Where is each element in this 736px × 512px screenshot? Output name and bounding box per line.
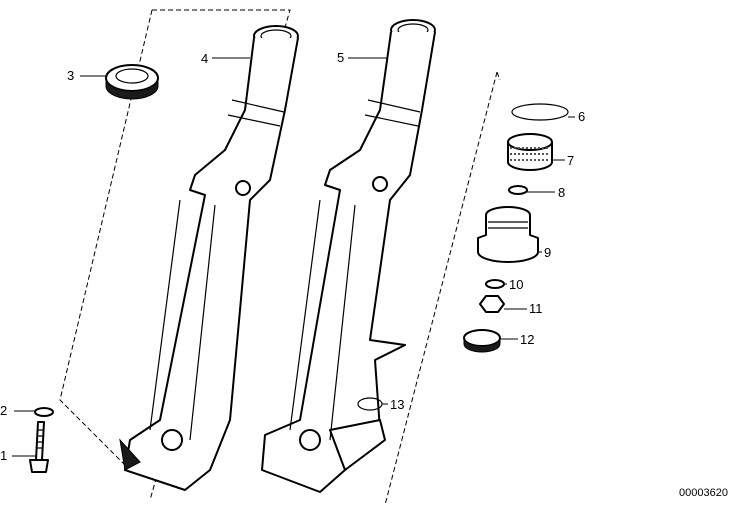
callout-5: 5 <box>337 50 344 65</box>
group-boundary-left <box>59 9 291 501</box>
small-washer-10 <box>485 279 505 289</box>
callout-12: 12 <box>520 332 534 347</box>
callout-11: 11 <box>529 301 543 316</box>
callout-1: 1 <box>0 448 7 463</box>
document-number: 00003620 <box>679 487 728 499</box>
bolt <box>29 421 49 473</box>
leader-lines <box>12 57 575 457</box>
callout-6: 6 <box>578 109 585 124</box>
callout-8: 8 <box>558 185 565 200</box>
hex-nut <box>479 295 505 313</box>
callout-9: 9 <box>544 245 551 260</box>
o-ring <box>511 103 569 121</box>
callout-10: 10 <box>509 277 523 292</box>
cap <box>463 329 501 353</box>
bolt-washer <box>34 407 54 417</box>
callout-3: 3 <box>67 68 74 83</box>
fork-slider-right <box>261 19 436 493</box>
callout-4: 4 <box>201 51 208 66</box>
callout-2: 2 <box>0 403 7 418</box>
group-boundary-right <box>384 71 501 506</box>
rubber-bushing <box>507 133 553 171</box>
threaded-bushing <box>477 206 539 263</box>
callout-13: 13 <box>390 397 404 412</box>
oil-seal <box>105 64 159 100</box>
callout-7: 7 <box>567 153 574 168</box>
small-washer-8 <box>508 185 528 195</box>
fork-slider-left <box>119 25 299 491</box>
